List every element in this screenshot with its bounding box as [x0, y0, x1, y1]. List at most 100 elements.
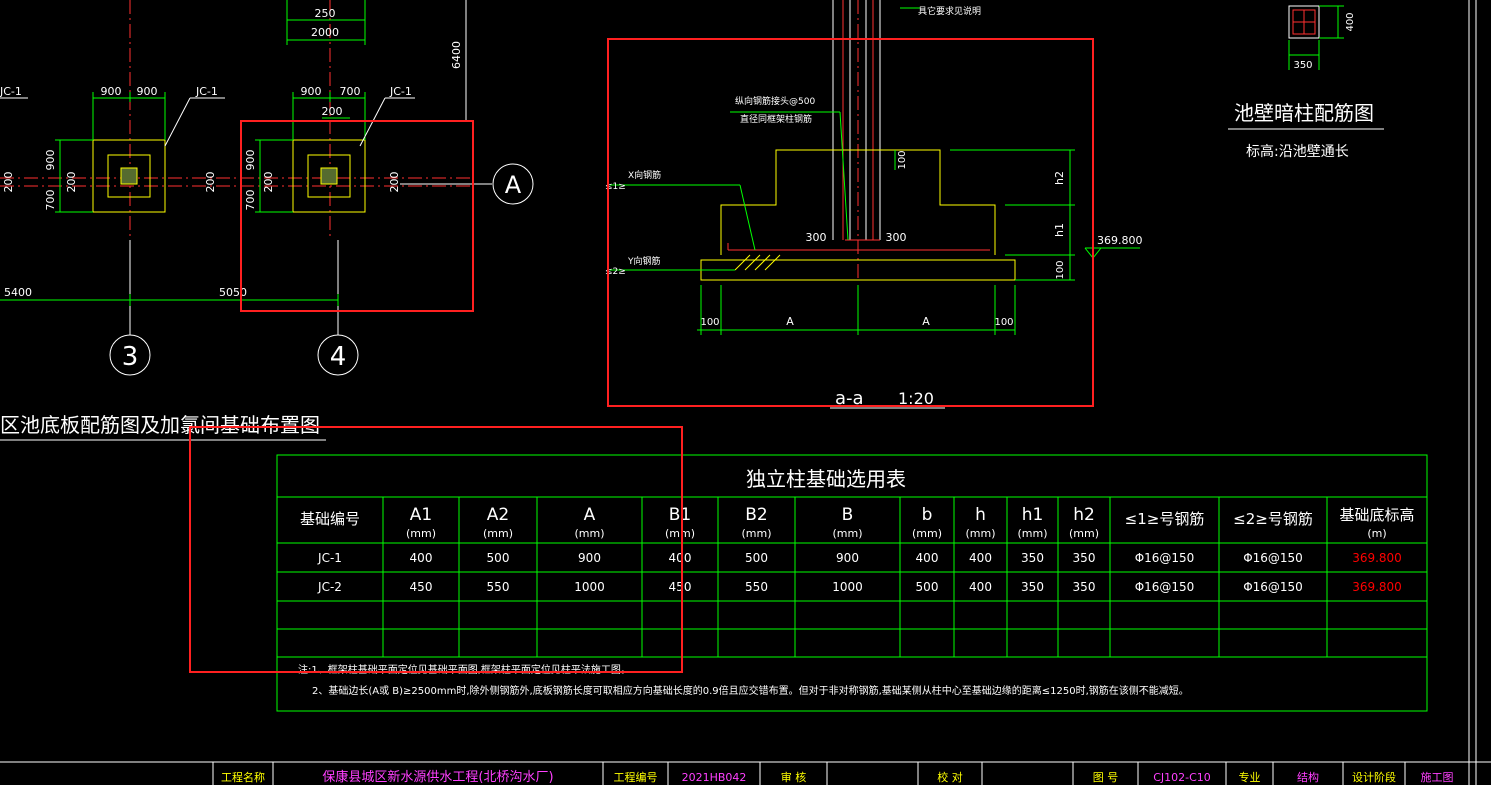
table-cell: 350	[1021, 551, 1044, 565]
section-dim-300b: 300	[886, 231, 907, 244]
plan-texts: 250 2000 6400 900 900 900 700 200 900 70…	[0, 7, 522, 437]
title-block-cell: 工程编号	[614, 770, 658, 784]
table-header-unit-9: (mm)	[1017, 527, 1047, 540]
plan-dim-5050: 5050	[219, 286, 247, 299]
table-header-5: B2	[745, 505, 767, 525]
table-cell: 1000	[832, 580, 863, 594]
plan-dim-700c: 700	[244, 190, 257, 211]
title-block-cell: 设计阶段	[1352, 770, 1396, 784]
table-header-7: b	[922, 505, 933, 525]
column-dim-350: 350	[1293, 60, 1312, 71]
table-header-unit-5: (mm)	[741, 527, 771, 540]
table-cell: 350	[1073, 580, 1096, 594]
table-cell: 550	[487, 580, 510, 594]
foundation-plan	[0, 0, 534, 441]
section-marker-1: ≤1≥	[605, 182, 626, 192]
table-cell: 900	[578, 551, 601, 565]
section-texts: 具它要求见说明 纵向钢筋接头@500 直径同框架柱钢筋 X向钢筋 Y向钢筋 ≤1…	[605, 5, 1143, 409]
section-note-other: 具它要求见说明	[918, 5, 981, 17]
table-cell: 500	[487, 551, 510, 565]
title-block-cell: CJ102-C10	[1153, 771, 1211, 784]
table-header-unit-2: (mm)	[483, 527, 513, 540]
table-cell: 369.800	[1352, 580, 1402, 594]
title-block-cell: 保康县城区新水源供水工程(北桥沟水厂)	[322, 769, 553, 785]
plan-dim-900e: 900	[244, 150, 257, 171]
table-cell: Φ16@150	[1135, 551, 1195, 565]
axis-label-3: 3	[122, 342, 139, 372]
table-header-12: ≤2≥号钢筋	[1233, 510, 1313, 528]
table-cell: Φ16@150	[1243, 551, 1303, 565]
plan-dim-900c: 900	[301, 85, 322, 98]
table-header-unit-1: (mm)	[406, 527, 436, 540]
table-cell: 900	[836, 551, 859, 565]
table-cell: 400	[969, 551, 992, 565]
plan-label-jc1-edge: JC-1	[0, 85, 22, 98]
section-note-ybar: Y向钢筋	[627, 255, 661, 267]
plan-dim-200b: 200	[2, 172, 15, 193]
markup-box-table	[189, 426, 683, 673]
table-cell: 1000	[574, 580, 605, 594]
column-detail-texts: 400 350 池壁暗柱配筋图 标高:沿池壁通长	[1234, 12, 1374, 160]
table-header-1: A1	[410, 505, 432, 525]
section-dim-100a: 100	[897, 150, 908, 169]
table-header-unit-13: (m)	[1367, 527, 1386, 540]
section-dim-h1: h1	[1053, 223, 1066, 237]
table-header-4: B1	[669, 505, 691, 525]
table-cell: 450	[410, 580, 433, 594]
section-detail	[610, 0, 1140, 409]
foundation-table-grid	[276, 454, 1428, 712]
table-cell: Φ16@150	[1135, 580, 1195, 594]
table-header-13: 基础底标高	[1339, 506, 1414, 524]
table-note-2: 2、基础边长(A或 B)≥2500mm时,除外侧钢筋外,底板钢筋长度可取相应方向…	[312, 684, 1189, 697]
table-cell: 400	[669, 551, 692, 565]
plan-dim-900d: 900	[44, 150, 57, 171]
table-cell: 400	[410, 551, 433, 565]
table-cell: JC-1	[317, 551, 342, 565]
plan-title: 区池底板配筋图及加氯间基础布置图	[0, 413, 320, 437]
section-dim-100d: 100	[994, 317, 1013, 328]
plan-dim-2000: 2000	[311, 26, 339, 39]
axis-label-a: A	[505, 171, 522, 199]
table-header-2: A2	[487, 505, 509, 525]
title-block-cell: 图 号	[1093, 771, 1119, 784]
table-header-unit-10: (mm)	[1069, 527, 1099, 540]
table-header-6: B	[842, 505, 854, 525]
title-block-cell: 工程名称	[221, 770, 265, 784]
plan-dim-200f: 200	[388, 172, 401, 193]
plan-dim-6400: 6400	[450, 41, 463, 69]
table-cell: 400	[916, 551, 939, 565]
title-block-texts: 工程名称 保康县城区新水源供水工程(北桥沟水厂) 工程编号 2021HB042 审 核 校…	[221, 769, 1454, 785]
table-cell: 500	[916, 580, 939, 594]
section-marker-2: ≤2≥	[605, 267, 626, 277]
title-block-cell: 施工图	[1421, 771, 1454, 784]
table-header-9: h1	[1022, 505, 1044, 525]
table-note-1: 注:1、框架柱基础平面定位见基础平面图,框架柱平面定位见柱平法施工图。	[298, 663, 631, 676]
plan-dim-200a: 200	[322, 105, 343, 118]
table-header-unit-7: (mm)	[912, 527, 942, 540]
table-cell: 350	[1021, 580, 1044, 594]
axis-label-4: 4	[330, 342, 347, 372]
plan-label-jc1-a: JC-1	[195, 85, 218, 98]
table-cell: Φ16@150	[1243, 580, 1303, 594]
section-dim-a1: A	[786, 315, 794, 328]
title-block-cell: 2021HB042	[682, 771, 747, 784]
plan-dim-700a: 700	[340, 85, 361, 98]
section-dim-h2: h2	[1053, 171, 1066, 185]
plan-label-jc1-b: JC-1	[389, 85, 412, 98]
section-note-splice: 纵向钢筋接头@500	[735, 95, 815, 107]
table-header-10: h2	[1073, 505, 1095, 525]
plan-dim-900a: 900	[101, 85, 122, 98]
title-block-cell: 审 核	[781, 770, 807, 784]
table-header-0: 基础编号	[300, 510, 360, 528]
section-dim-100c: 100	[700, 317, 719, 328]
section-dim-300a: 300	[806, 231, 827, 244]
table-cell: 500	[745, 551, 768, 565]
title-block-cell: 校 对	[937, 770, 963, 784]
section-elevation: 369.800	[1097, 234, 1143, 247]
section-title: a-a	[835, 388, 864, 409]
column-dim-400: 400	[1345, 12, 1356, 31]
plan-dim-200d: 200	[262, 172, 275, 193]
